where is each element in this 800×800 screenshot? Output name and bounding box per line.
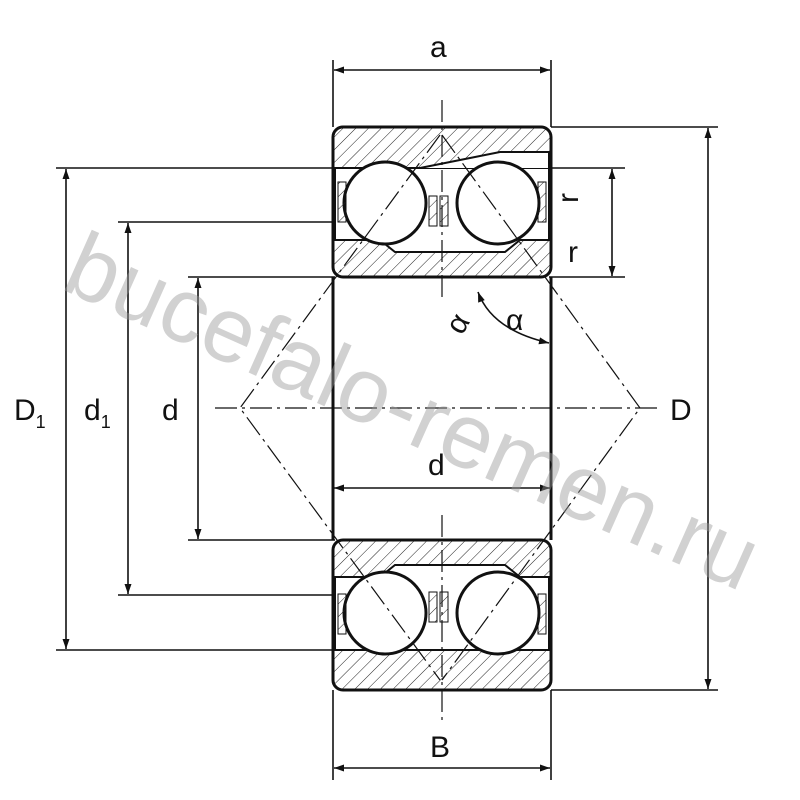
cage xyxy=(439,591,449,623)
contact-angle-arc xyxy=(477,291,550,345)
extension-lines xyxy=(56,60,718,780)
cage xyxy=(337,593,347,635)
cage xyxy=(537,593,547,635)
contact-line-left xyxy=(239,134,441,681)
label-alpha-right: α xyxy=(506,304,523,337)
ball xyxy=(342,570,428,656)
cage xyxy=(428,195,438,227)
label-D1: D1 xyxy=(14,394,46,432)
cage xyxy=(337,181,347,223)
cage xyxy=(537,181,547,223)
cage xyxy=(428,591,438,623)
label-D: D xyxy=(670,394,692,427)
label-d: d xyxy=(162,394,179,427)
ball xyxy=(342,160,428,246)
ball xyxy=(455,160,541,246)
label-alpha-left: α xyxy=(439,308,476,340)
label-d-bore: d xyxy=(428,449,445,482)
label-r: r xyxy=(568,236,578,269)
label-a: a xyxy=(430,31,447,64)
ball xyxy=(455,570,541,656)
label-d1: d1 xyxy=(84,394,111,432)
label-B: B xyxy=(430,731,450,764)
contact-line-right xyxy=(441,134,641,681)
label-r-rotated: r xyxy=(552,193,585,203)
cage xyxy=(439,195,449,227)
